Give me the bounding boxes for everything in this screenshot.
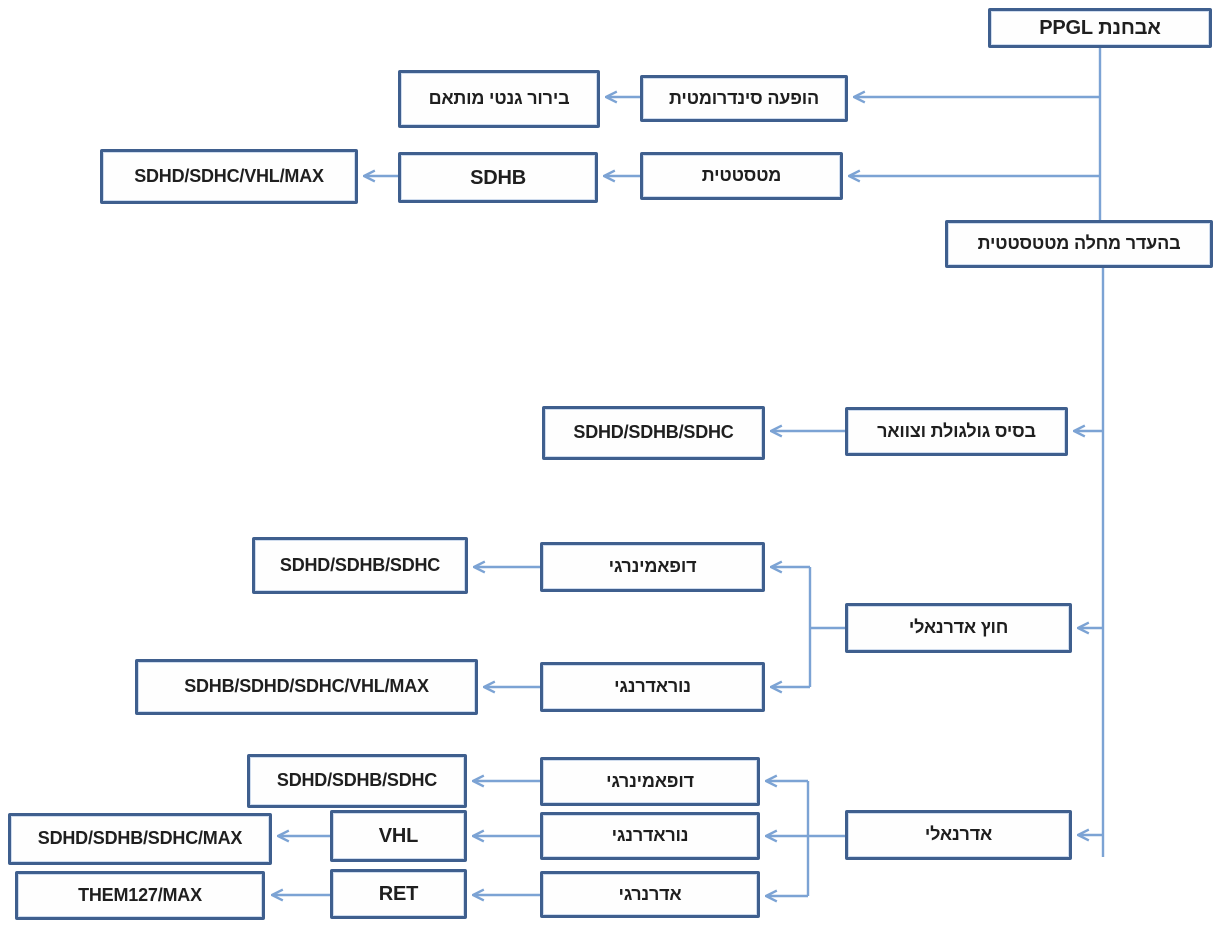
node-metastatic: מטסטטית: [640, 152, 843, 200]
node-extra-adrenal-noradrenergic-genes-label: SDHB/SDHD/SDHC/VHL/MAX: [184, 676, 429, 697]
node-ret: RET: [330, 869, 467, 919]
node-adrenergic: אדרנרגי: [540, 871, 760, 918]
node-tailored-genetic-workup: בירור גנטי מותאם: [398, 70, 600, 128]
node-adrenal-dopaminergic-genes: SDHD/SDHB/SDHC: [247, 754, 467, 808]
node-extra-adrenal-noradrenergic-label: נוראדרנגי: [614, 676, 691, 697]
node-adrenal-noradrenergic-genes-label: SDHD/SDHB/SDHC/MAX: [37, 828, 243, 849]
node-ppgl-diagnosis: אבחנת PPGL: [988, 8, 1212, 48]
node-adrenergic-label: אדרנרגי: [618, 883, 682, 904]
node-adrenal-dopaminergic-genes-label: SDHD/SDHB/SDHC: [276, 770, 438, 791]
node-adrenal-label: אדרנאלי: [924, 824, 993, 845]
node-adrenergic-genes: THEM127/MAX: [15, 871, 265, 920]
node-adrenal-noradrenergic: נוראדרנגי: [540, 812, 760, 860]
node-metastatic-genes-label: SDHD/SDHC/VHL/MAX: [134, 165, 324, 186]
node-adrenergic-genes-label: THEM127/MAX: [78, 884, 202, 905]
node-metastatic-genes: SDHD/SDHC/VHL/MAX: [100, 149, 358, 204]
node-adrenal-dopaminergic: דופאמינרגי: [540, 757, 760, 806]
node-syndromic-presentation: הופעה סינדרומטית: [640, 75, 848, 122]
node-no-metastatic-disease-label: בהעדר מחלה מטטסטטית: [977, 233, 1181, 254]
node-vhl: VHL: [330, 810, 467, 862]
node-skull-base-neck-genes-label: SDHD/SDHB/SDHC: [573, 422, 734, 443]
node-adrenal: אדרנאלי: [845, 810, 1072, 860]
node-extra-adrenal-noradrenergic-genes: SDHB/SDHD/SDHC/VHL/MAX: [135, 659, 478, 715]
node-sdhb-label: SDHB: [470, 166, 526, 189]
node-no-metastatic-disease: בהעדר מחלה מטטסטטית: [945, 220, 1213, 268]
node-skull-base-neck-genes: SDHD/SDHB/SDHC: [542, 406, 765, 460]
node-skull-base-neck: בסיס גולגולת וצוואר: [845, 407, 1068, 456]
node-ret-label: RET: [378, 883, 419, 905]
node-metastatic-label: מטסטטית: [701, 165, 782, 186]
node-extra-adrenal-noradrenergic: נוראדרנגי: [540, 662, 765, 712]
node-sdhb: SDHB: [398, 152, 598, 203]
node-ppgl-diagnosis-label: אבחנת PPGL: [1039, 17, 1161, 39]
node-extra-adrenal-dopaminergic: דופאמינרגי: [540, 542, 765, 592]
node-extra-adrenal-label: חוץ אדרנאלי: [908, 617, 1009, 638]
node-extra-adrenal: חוץ אדרנאלי: [845, 603, 1072, 653]
node-extra-adrenal-dopaminergic-genes: SDHD/SDHB/SDHC: [252, 537, 468, 594]
node-skull-base-neck-label: בסיס גולגולת וצוואר: [877, 420, 1036, 441]
node-extra-adrenal-dopaminergic-genes-label: SDHD/SDHB/SDHC: [279, 554, 441, 575]
node-syndromic-presentation-label: הופעה סינדרומטית: [669, 87, 819, 108]
node-extra-adrenal-dopaminergic-label: דופאמינרגי: [608, 556, 697, 577]
node-adrenal-noradrenergic-label: נוראדרנגי: [611, 825, 689, 846]
node-tailored-genetic-workup-label: בירור גנטי מותאם: [428, 88, 570, 109]
node-adrenal-dopaminergic-label: דופאמינרגי: [606, 770, 694, 791]
node-vhl-label: VHL: [378, 825, 419, 847]
node-adrenal-noradrenergic-genes: SDHD/SDHB/SDHC/MAX: [8, 813, 272, 865]
